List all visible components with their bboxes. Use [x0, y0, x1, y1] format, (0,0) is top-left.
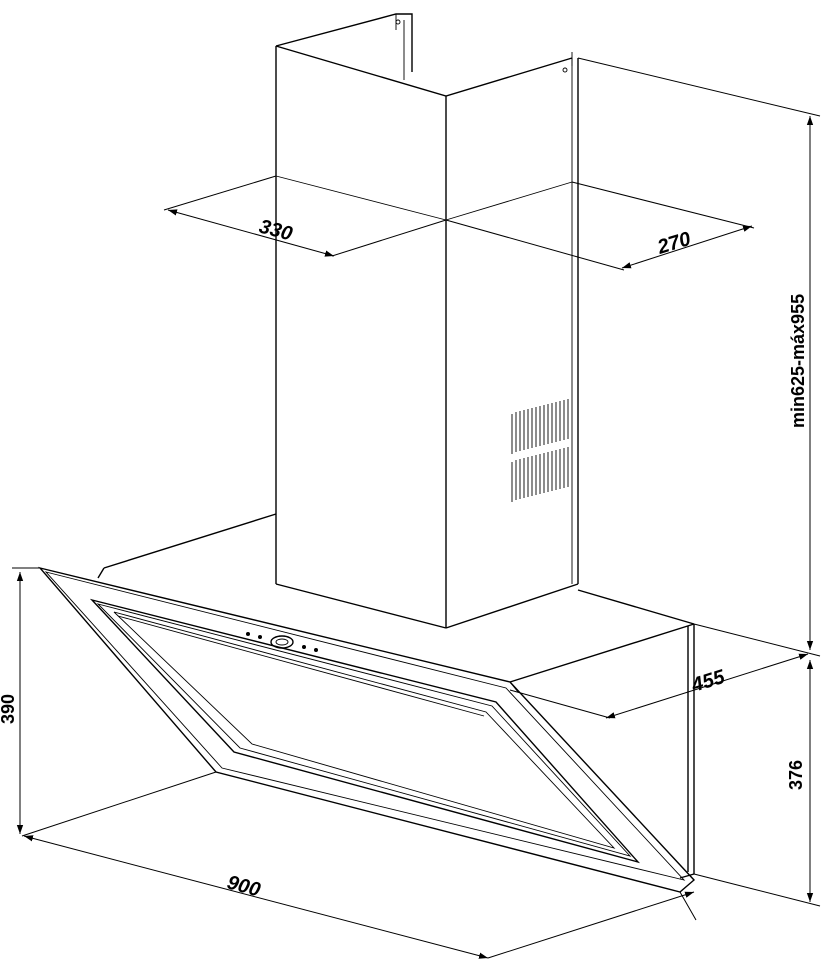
- dimension-390: 390: [0, 567, 217, 837]
- control-knob: [270, 635, 294, 649]
- control-button-1: [246, 632, 250, 636]
- control-button-2: [258, 635, 262, 639]
- control-button-3: [302, 645, 306, 649]
- dimension-270-label: 270: [654, 228, 693, 259]
- dimension-376: 376: [693, 660, 821, 907]
- dimension-330: 330: [163, 175, 447, 257]
- vent-grille: [511, 399, 569, 502]
- dimension-900: 900: [23, 835, 697, 959]
- glass-panel: [38, 566, 696, 893]
- dimension-270: 270: [445, 181, 755, 271]
- control-button-4: [314, 648, 318, 652]
- dimension-390-label: 390: [0, 694, 18, 724]
- dimension-330-label: 330: [257, 216, 295, 246]
- dimension-900-label: 900: [225, 872, 263, 902]
- dimension-455: 455: [509, 623, 821, 719]
- dimension-chimney-height: min625-máx955: [577, 57, 821, 650]
- control-panel: [246, 632, 318, 652]
- chimney-duct: [275, 13, 579, 629]
- dimension-376-label: 376: [786, 760, 806, 790]
- dimension-chimney-height-label: min625-máx955: [788, 294, 808, 428]
